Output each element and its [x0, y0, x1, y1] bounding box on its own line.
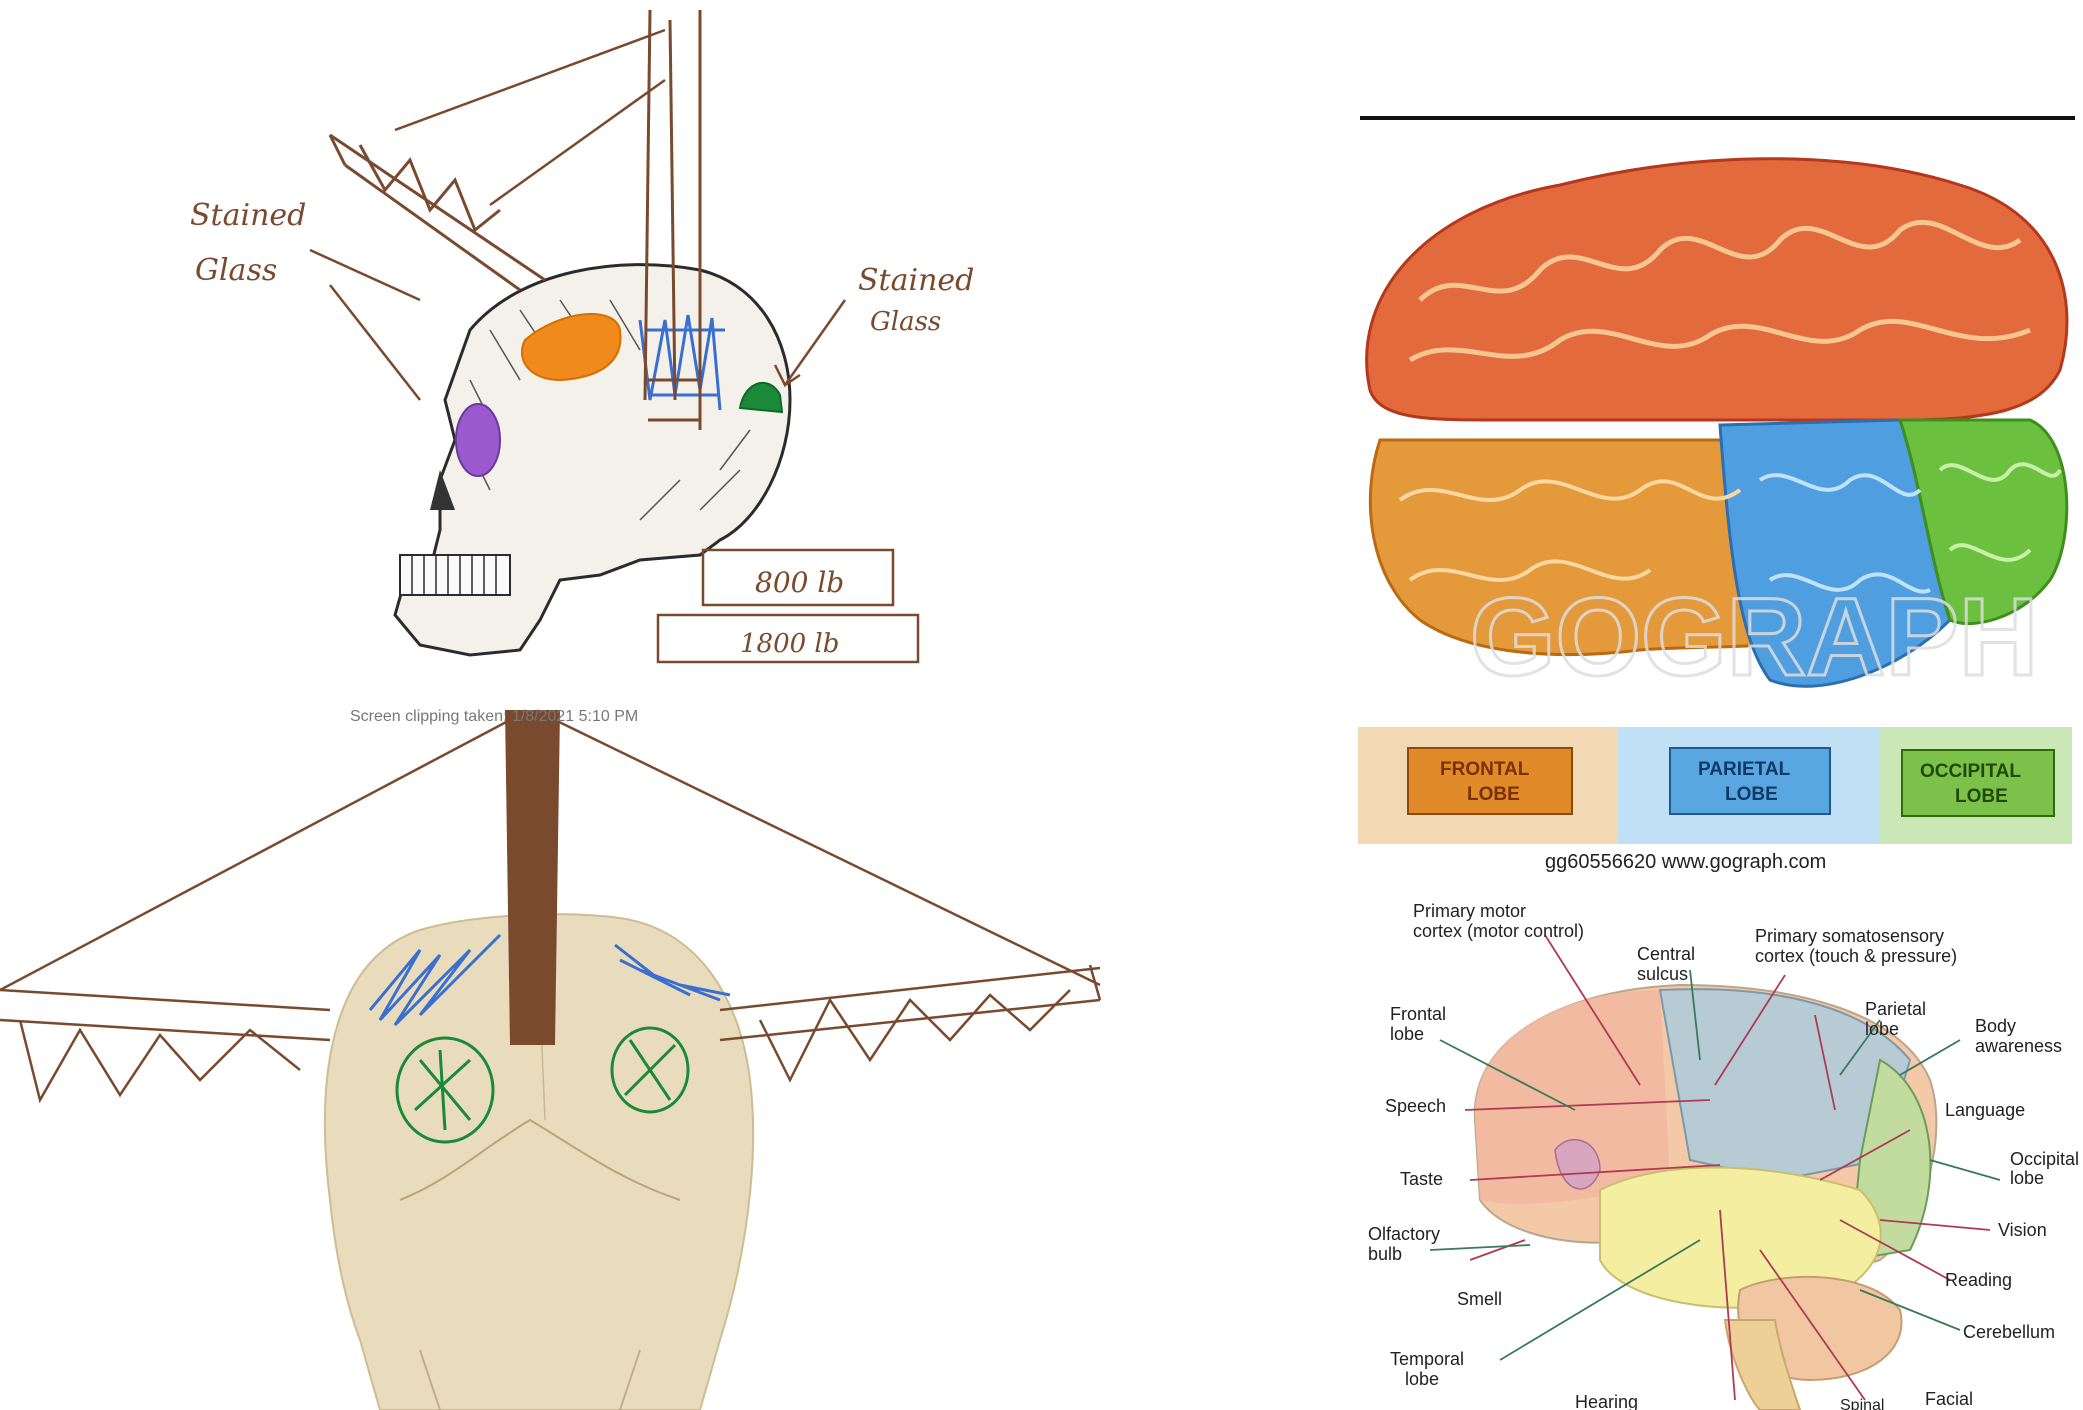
brain-function-diagram: Primary motor cortex (motor control) Cen…: [1368, 901, 2079, 1410]
top-hemisphere: [1365, 157, 2069, 422]
parietal-region: [1658, 988, 1912, 1182]
label-olfactory-1: Olfactory: [1368, 1224, 1440, 1244]
label-hearing: Hearing: [1575, 1392, 1638, 1410]
credit-text: gg60556620 www.gograph.com: [1545, 851, 1826, 873]
frontal-region: [1474, 990, 1670, 1204]
label-reading: Reading: [1945, 1270, 2012, 1290]
label-frontal-2: lobe: [1390, 1024, 1424, 1044]
label-parietal-2: lobe: [1865, 1019, 1899, 1039]
watermark: GOGRAPH: [1470, 576, 2038, 699]
orange-patch: [520, 313, 622, 382]
label-frontal-1: Frontal: [1390, 1004, 1446, 1024]
side-skull-sketch: 800 lb 1800 lb Stained Glass Stained Gla…: [190, 9, 974, 664]
label-olfactory-2: bulb: [1368, 1244, 1402, 1264]
label-language: Language: [1945, 1100, 2025, 1120]
label-occipital-1: Occipital: [2010, 1149, 2079, 1169]
weight-label-2: 1800 lb: [740, 629, 839, 659]
annotation-left-1: Stained: [190, 198, 306, 233]
label-temporal-2: lobe: [1405, 1369, 1439, 1389]
legend-frontal-1: FRONTAL: [1440, 759, 1530, 780]
label-central-sulcus-2: sulcus: [1637, 964, 1688, 984]
legend-occipital-1: OCCIPITAL: [1920, 761, 2021, 782]
label-primary-somato-1: Primary somatosensory: [1755, 926, 1944, 946]
green-patch: [738, 381, 784, 414]
legend-parietal-2: LOBE: [1725, 784, 1778, 805]
label-primary-somato-2: cortex (touch & pressure): [1755, 946, 1957, 966]
weight-label-1: 800 lb: [755, 566, 844, 599]
label-cerebellum: Cerebellum: [1963, 1322, 2055, 1342]
eye-socket-fill: [455, 403, 501, 477]
legend-frontal-box: [1407, 747, 1573, 815]
center-chimney: [505, 710, 560, 1045]
back-skull-shape: [323, 913, 755, 1410]
back-skull-photo: [0, 710, 1102, 1410]
frontal-lobe-region: [1368, 438, 1782, 657]
label-parietal-1: Parietal: [1865, 999, 1926, 1019]
legend-frontal-2: LOBE: [1467, 784, 1520, 805]
blue-scribble: [638, 314, 725, 411]
label-occipital-2: lobe: [2010, 1168, 2044, 1188]
label-central-sulcus-1: Central: [1637, 944, 1695, 964]
annotation-right-2: Glass: [870, 307, 941, 337]
screen-clipping-caption: Screen clipping taken: 1/8/2021 5:10 PM: [350, 708, 639, 725]
label-smell: Smell: [1457, 1289, 1502, 1309]
legend-parietal-1: PARIETAL: [1698, 759, 1791, 780]
label-speech: Speech: [1385, 1096, 1446, 1116]
label-spinal: Spinal: [1840, 1397, 1884, 1410]
label-facial: Facial: [1925, 1389, 1973, 1409]
weight-box-1: [701, 548, 895, 607]
annotation-left-2: Glass: [195, 253, 277, 288]
weight-box-2: [656, 613, 920, 664]
brainstem: [1723, 1319, 1802, 1410]
annotation-right-1: Stained: [858, 263, 974, 298]
temporal-region: [1599, 1166, 1882, 1309]
brain-lobes-illustration: GOGRAPH FRONTAL LOBE PARIETAL LOBE OCCIP…: [1358, 116, 2075, 873]
legend-occipital-2: LOBE: [1955, 786, 2008, 807]
legend-occipital-box: [1901, 749, 2055, 817]
label-taste: Taste: [1400, 1169, 1443, 1189]
label-primary-motor-1: Primary motor: [1413, 901, 1526, 921]
legend-parietal-box: [1669, 747, 1831, 815]
label-body-2: awareness: [1975, 1036, 2062, 1056]
label-body-1: Body: [1975, 1016, 2016, 1036]
label-temporal-1: Temporal: [1390, 1349, 1464, 1369]
label-vision: Vision: [1998, 1220, 2047, 1240]
label-primary-motor-2: cortex (motor control): [1413, 921, 1584, 941]
